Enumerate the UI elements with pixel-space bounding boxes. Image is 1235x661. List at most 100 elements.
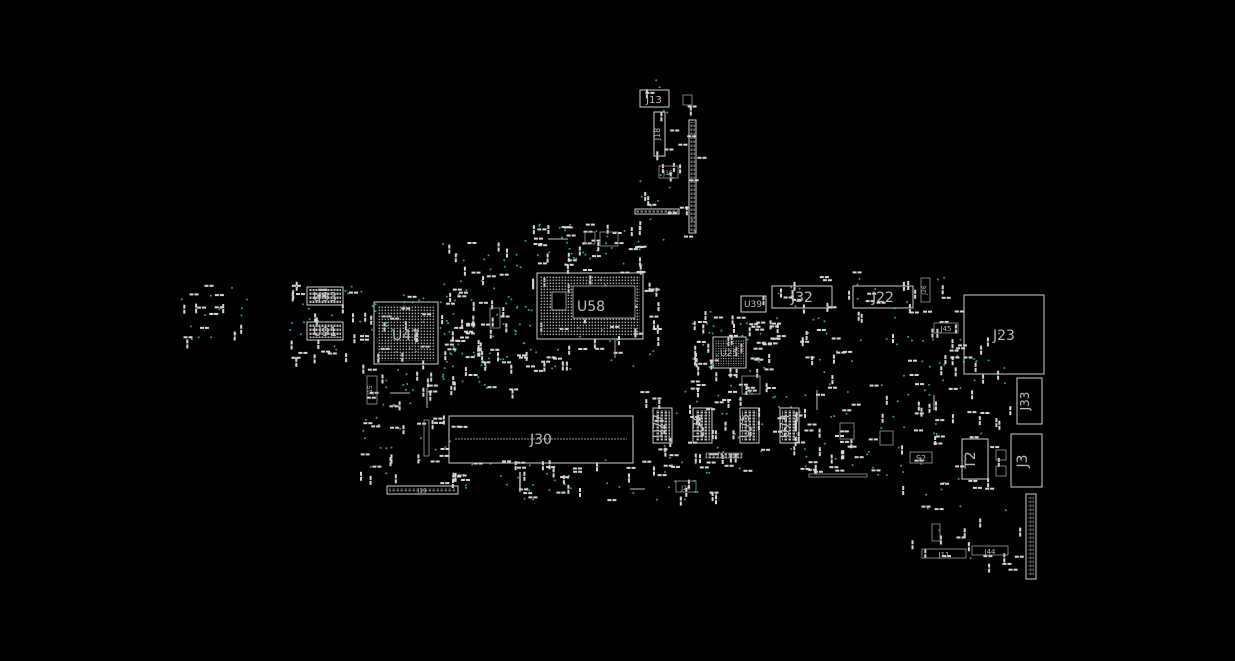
passive-pad-pair [533, 243, 543, 245]
passive-pad-pair [697, 321, 707, 323]
connector-j44[interactable]: J44 [971, 545, 1009, 556]
passive-pad-pair [967, 411, 977, 414]
passive-pad-pair [439, 454, 449, 457]
via [655, 498, 658, 501]
component-s2[interactable]: S2 [909, 451, 933, 464]
connector-j18[interactable]: J18 [653, 111, 666, 157]
passive-pad-pair [934, 508, 944, 511]
via [385, 447, 388, 450]
component-u75[interactable]: U75 [738, 407, 760, 444]
via [845, 412, 848, 415]
passive-pad-pair [197, 306, 207, 309]
passive-pad-pair [499, 273, 509, 276]
via [721, 412, 724, 415]
component-j20[interactable]: J20 [675, 480, 697, 493]
component-u58[interactable]: U58 [536, 272, 644, 340]
via [657, 199, 660, 202]
connector-j30[interactable]: J30 [448, 415, 634, 464]
component-j16[interactable]: J16 [658, 165, 679, 179]
via [524, 239, 527, 242]
component-u93[interactable]: U93 [306, 286, 344, 306]
passive-pad-pair [738, 383, 748, 386]
component-u25[interactable]: U25 [712, 336, 747, 369]
via [390, 446, 393, 449]
component-u76[interactable]: U76 [691, 407, 713, 444]
passive-pad-pair [528, 496, 538, 499]
passive-pad-pair [417, 454, 420, 464]
via [529, 324, 532, 327]
passive-pad-pair [523, 471, 526, 481]
label-u75: U75 [738, 414, 752, 438]
passive-pad-pair [481, 323, 491, 326]
via [231, 286, 233, 289]
via [694, 462, 697, 465]
passive-pad-pair [416, 371, 419, 381]
passive-pad-pair [842, 450, 845, 460]
passive-pad-pair [940, 366, 943, 376]
connector-j32[interactable]: J32 [771, 285, 833, 309]
label-j30: J30 [529, 432, 552, 448]
passive-pad-pair [840, 440, 849, 443]
via [610, 247, 613, 249]
passive-pad-pair [566, 234, 576, 237]
component-j45[interactable]: J45 [933, 322, 959, 334]
via [745, 322, 748, 325]
passive-pad-pair [440, 448, 450, 450]
via [896, 400, 899, 403]
via [464, 484, 467, 487]
passive-pad-pair [911, 540, 914, 550]
connector-j22[interactable]: J22 [852, 285, 914, 309]
passive-pad-pair [800, 467, 810, 470]
passive-pad-pair [491, 300, 494, 310]
passive-pad-pair [954, 367, 957, 377]
passive-pad-pair [533, 237, 543, 240]
passive-pad-pair [980, 345, 983, 355]
passive-pad-pair [963, 528, 966, 538]
passive-pad-pair [754, 358, 764, 361]
passive-pad-pair [792, 298, 802, 301]
connector-j11[interactable]: J11 [921, 548, 967, 559]
connector-j19[interactable]: J19 [386, 485, 459, 495]
connector-vertical-flex[interactable] [688, 119, 697, 234]
passive-pad-pair [556, 491, 566, 494]
component-u77[interactable]: U77 [651, 407, 673, 444]
passive-pad-pair [669, 172, 672, 182]
via [711, 332, 714, 335]
via [942, 379, 945, 382]
passive-pad-pair [349, 291, 358, 294]
connector-j33[interactable]: J33 [1016, 377, 1043, 425]
passive-pad-pair [189, 293, 199, 296]
passive-pad-pair [363, 422, 373, 425]
connector-j23[interactable]: J23 [963, 294, 1045, 375]
passive-pad-pair [766, 387, 776, 389]
via [668, 173, 670, 176]
via [575, 257, 578, 260]
passive-pad-pair [664, 148, 674, 151]
via [513, 329, 516, 332]
passive-pad-pair [699, 466, 709, 469]
passive-pad-pair [291, 284, 301, 287]
component-u47[interactable]: U47 [373, 301, 439, 365]
component-u91[interactable]: U91 [306, 321, 344, 341]
via [722, 451, 725, 453]
via [828, 383, 831, 386]
passive-pad-pair [362, 364, 365, 374]
passive-pad-pair [478, 301, 488, 304]
connector-j3[interactable]: J3 [1010, 433, 1043, 488]
connector-horizontal-flex[interactable] [634, 208, 680, 215]
connector-j13[interactable]: J13 [639, 89, 670, 108]
component-j26[interactable]: J26 [920, 277, 931, 303]
passive-pad-pair [464, 330, 474, 333]
passive-pad-pair [460, 479, 470, 481]
component-t2[interactable]: T2 [961, 438, 989, 480]
component-u39[interactable]: U39 [740, 295, 767, 313]
via [564, 229, 567, 232]
via [938, 361, 941, 364]
via [659, 174, 662, 176]
passive-pad-pair [908, 359, 917, 362]
connector-right-vertical[interactable] [1025, 493, 1037, 580]
passive-pad-pair [491, 317, 494, 327]
component-u74[interactable]: U74 [778, 407, 800, 444]
via [892, 415, 895, 418]
component-j15[interactable]: J15 [366, 375, 378, 405]
